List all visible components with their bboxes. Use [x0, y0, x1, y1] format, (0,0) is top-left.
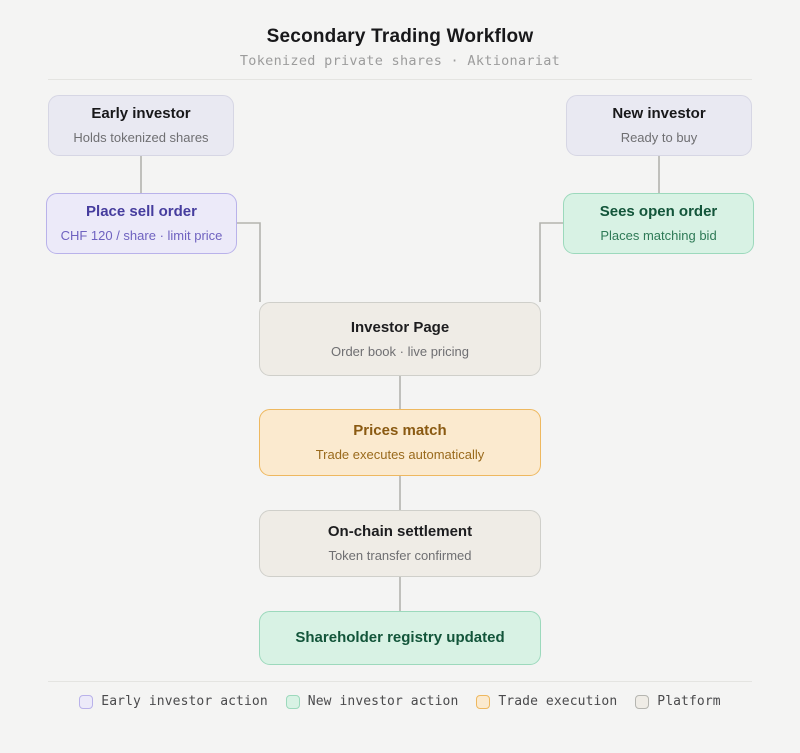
edge-place-sell-order-to-investor-page: [237, 222, 261, 302]
node-label: On-chain settlement: [327, 523, 473, 541]
node-shareholder-registry-updated[interactable]: Shareholder registry updated: [259, 611, 541, 665]
node-label: Shareholder registry updated: [295, 629, 505, 646]
node-sublabel: Trade executes automatically: [315, 447, 485, 463]
legend-item-label: Platform: [657, 694, 721, 709]
node-place-sell-order[interactable]: Place sell order CHF 120 / share · limit…: [46, 193, 237, 254]
node-sublabel: CHF 120 / share · limit price: [60, 228, 223, 244]
node-label: Investor Page: [350, 318, 450, 336]
node-sublabel: Order book · live pricing: [331, 343, 469, 359]
legend-item-label: Early investor action: [101, 694, 268, 709]
node-label: Sees open order: [599, 203, 718, 221]
node-sees-open-order[interactable]: Sees open order Places matching bid: [563, 193, 754, 254]
node-sublabel: Token transfer confirmed: [328, 548, 472, 564]
legend-item-label: New investor action: [307, 694, 459, 709]
node-label: Early investor: [91, 105, 191, 123]
edge-sees-open-order-to-investor-page: [539, 222, 563, 302]
header-divider: [48, 79, 752, 80]
legend-divider: [48, 681, 752, 682]
node-sublabel: Ready to buy: [620, 130, 698, 146]
node-on-chain-settlement[interactable]: On-chain settlement Token transfer confi…: [259, 510, 541, 577]
legend-swatch-icon: [79, 694, 94, 709]
legend-swatch-icon: [285, 694, 300, 709]
legend-item-early-investor-action[interactable]: Early investor action: [79, 694, 268, 709]
node-prices-match[interactable]: Prices match Trade executes automaticall…: [259, 409, 541, 476]
legend-item-platform[interactable]: Platform: [635, 694, 721, 709]
page-title: Secondary Trading Workflow: [266, 26, 534, 47]
legend-swatch-icon: [476, 694, 491, 709]
node-label: New investor: [612, 105, 706, 123]
legend-item-label: Trade execution: [498, 694, 618, 709]
node-label: Place sell order: [86, 203, 197, 221]
node-sublabel: Places matching bid: [600, 228, 717, 244]
node-investor-page[interactable]: Investor Page Order book · live pricing: [259, 302, 541, 376]
legend: Early investor action New investor actio…: [0, 694, 800, 709]
node-sublabel: Holds tokenized shares: [73, 130, 209, 146]
node-new-investor[interactable]: New investor Ready to buy: [566, 95, 752, 156]
legend-swatch-icon: [635, 694, 650, 709]
legend-item-trade-execution[interactable]: Trade execution: [476, 694, 617, 709]
legend-item-new-investor-action[interactable]: New investor action: [285, 694, 459, 709]
node-label: Prices match: [353, 422, 447, 440]
node-early-investor[interactable]: Early investor Holds tokenized shares: [48, 95, 234, 156]
page-subtitle: Tokenized private shares · Aktionariat: [239, 53, 561, 69]
